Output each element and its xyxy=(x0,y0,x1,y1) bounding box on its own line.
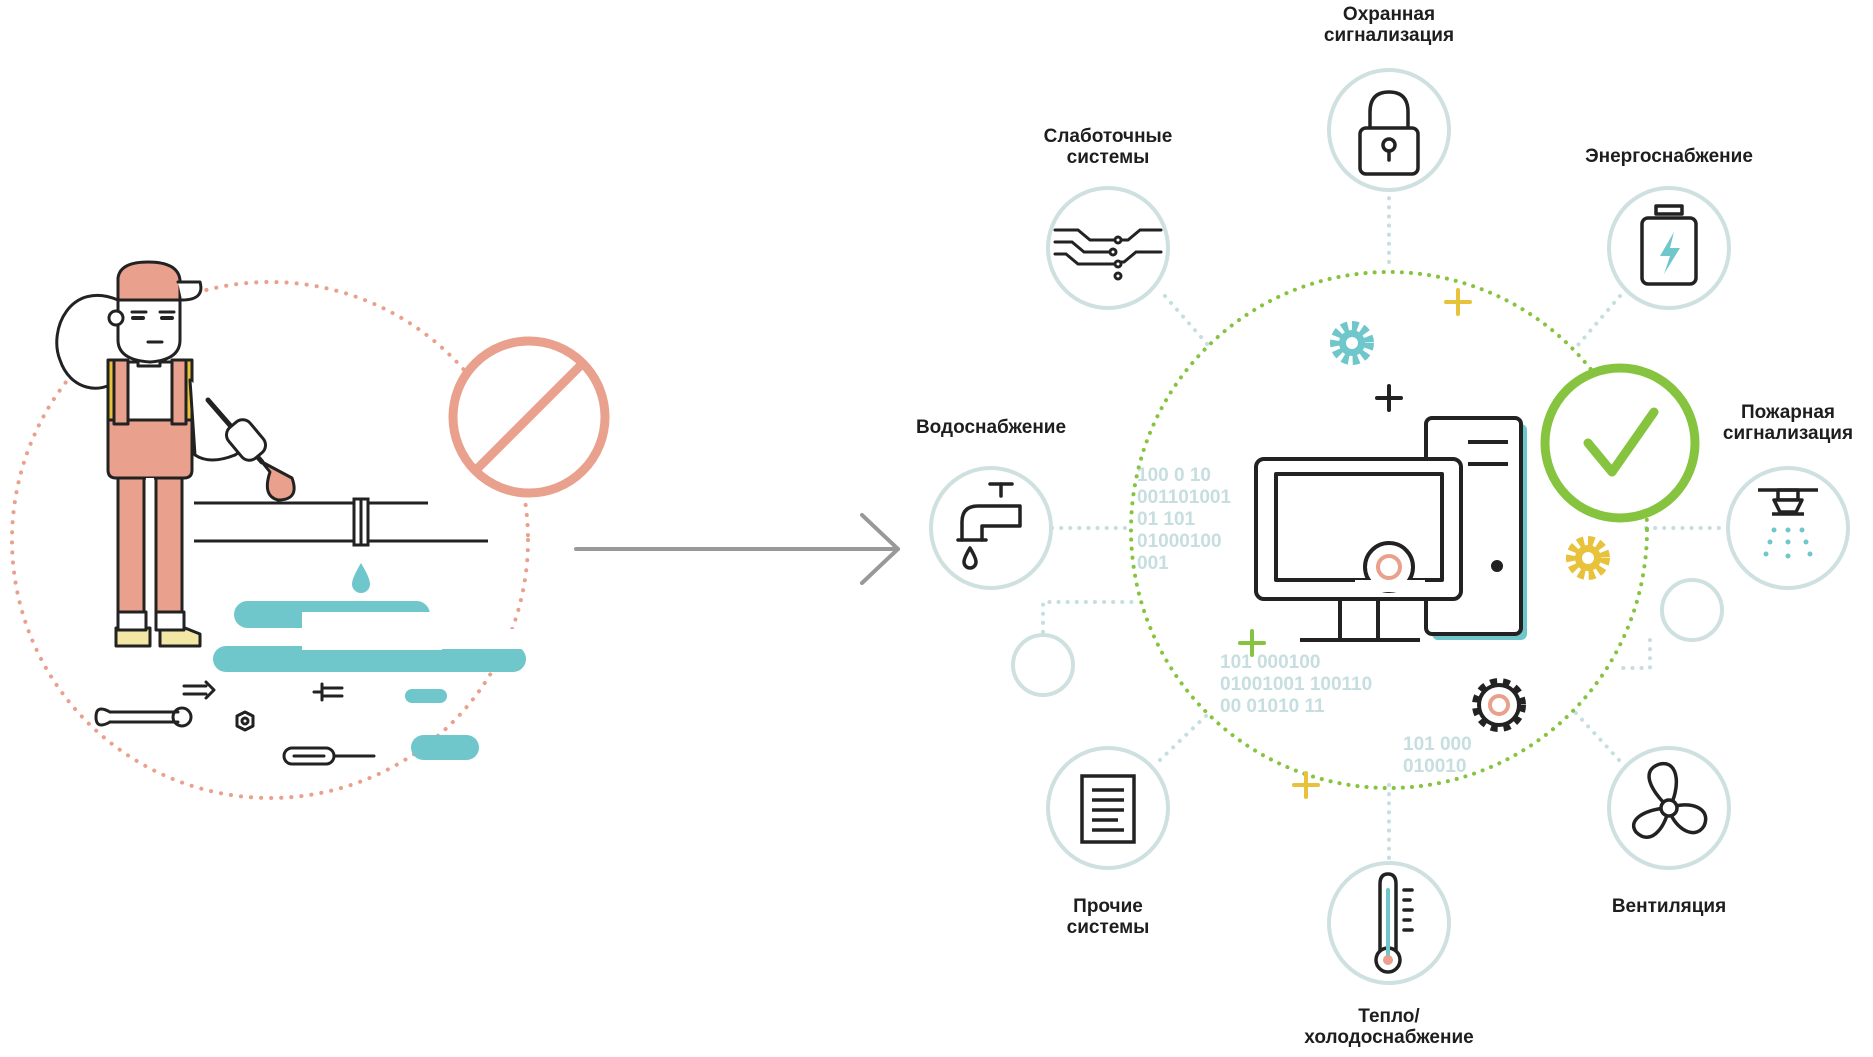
padlock-icon xyxy=(1358,90,1420,176)
node-fire-alarm xyxy=(1726,466,1850,590)
water-drop-icon xyxy=(352,563,370,593)
binary-block-1-line-5: 001 xyxy=(1137,553,1169,574)
binary-block-1-line-1: 100 0 10 xyxy=(1137,465,1211,486)
water-puddle xyxy=(213,601,530,760)
plumber-figure xyxy=(55,260,296,648)
binary-block-1-line-4: 01000100 xyxy=(1137,531,1222,552)
label-low-current-line1: Слаботочные xyxy=(1043,126,1173,147)
water-spray xyxy=(1763,527,1813,559)
binary-text: 100 0 10 001101001 01 101 01000100 001 1… xyxy=(1137,465,1472,777)
binary-block-2-line-1: 101 000100 xyxy=(1220,652,1320,673)
label-security-alarm-line2: сигнализация xyxy=(1323,25,1455,46)
empty-node-circle xyxy=(1011,633,1075,697)
binary-block-1-line-3: 01 101 xyxy=(1137,509,1196,530)
circuit-icon xyxy=(1053,228,1163,281)
bolt-icon xyxy=(182,680,216,700)
wrench-icon xyxy=(94,706,193,728)
binary-block-3-line-1: 101 000 xyxy=(1403,734,1472,755)
label-water-supply-line1: Водоснабжение xyxy=(915,417,1067,438)
label-security-alarm: Охранная сигнализация xyxy=(1324,4,1454,46)
prohibition-icon xyxy=(448,336,610,498)
label-other-systems-line1: Прочие xyxy=(1073,896,1143,917)
label-security-alarm-line1: Охранная xyxy=(1342,4,1436,25)
label-fire-alarm: Пожарная сигнализация xyxy=(1723,402,1853,444)
node-heat-cold xyxy=(1327,861,1451,985)
label-low-current: Слаботочные системы xyxy=(1044,126,1173,168)
success-check-icon xyxy=(1540,363,1700,523)
empty-node-circle xyxy=(1660,578,1724,642)
label-other-systems: Прочие системы xyxy=(1067,896,1150,938)
label-fire-alarm-line1: Пожарная xyxy=(1740,402,1836,423)
fan-icon xyxy=(1632,762,1708,839)
label-heat-cold: Тепло/ холодоснабжение xyxy=(1304,1006,1473,1048)
binary-block-2-line-3: 00 01010 11 xyxy=(1220,696,1325,717)
label-power-supply: Энергоснабжение xyxy=(1585,146,1753,167)
screwdriver-icon xyxy=(282,746,376,766)
label-heat-cold-line1: Тепло/ xyxy=(1358,1006,1420,1027)
gear-icon xyxy=(1566,536,1610,580)
label-low-current-line2: системы xyxy=(1066,147,1150,168)
label-ventilation-line1: Вентиляция xyxy=(1611,896,1727,917)
document-icon xyxy=(1080,774,1136,844)
pipe-icon xyxy=(194,497,488,547)
node-security-alarm xyxy=(1327,68,1451,192)
gear-icon xyxy=(1472,678,1526,732)
nut-icon xyxy=(235,710,255,732)
label-ventilation: Вентиляция xyxy=(1612,896,1726,917)
sprinkler-icon xyxy=(1758,488,1818,516)
screw-icon xyxy=(312,682,344,702)
node-power-supply xyxy=(1607,186,1731,310)
faucet-icon xyxy=(956,482,1022,570)
plus-icon xyxy=(1238,288,1472,799)
binary-block-3-line-2: 010010 xyxy=(1403,756,1466,777)
gear-icon xyxy=(1363,541,1415,593)
node-water-supply xyxy=(929,466,1053,590)
plumber-scene xyxy=(10,260,610,800)
connector-lines xyxy=(1041,178,1725,862)
thermometer-icon xyxy=(1374,872,1414,974)
label-other-systems-line2: системы xyxy=(1066,917,1150,938)
label-heat-cold-line2: холодоснабжение xyxy=(1304,1027,1474,1048)
system-hub: 100 0 10 001101001 01 101 01000100 001 1… xyxy=(929,68,1850,985)
label-water-supply: Водоснабжение xyxy=(916,417,1066,438)
binary-block-2-line-2: 01001001 100110 xyxy=(1220,674,1372,695)
battery-icon xyxy=(1640,204,1698,286)
node-low-current xyxy=(1046,186,1170,310)
binary-block-1-line-2: 001101001 xyxy=(1137,487,1231,508)
label-fire-alarm-line2: сигнализация xyxy=(1722,423,1854,444)
tools-group xyxy=(94,680,376,766)
node-ventilation xyxy=(1607,746,1731,870)
gear-icon xyxy=(1330,321,1374,365)
hub-dotted-circle xyxy=(1129,270,1649,790)
label-power-supply-line1: Энергоснабжение xyxy=(1585,146,1753,167)
node-other-systems xyxy=(1046,746,1170,870)
transition-arrow-icon xyxy=(574,513,900,585)
problem-dotted-circle xyxy=(10,280,530,800)
computer-icon xyxy=(1254,416,1527,642)
